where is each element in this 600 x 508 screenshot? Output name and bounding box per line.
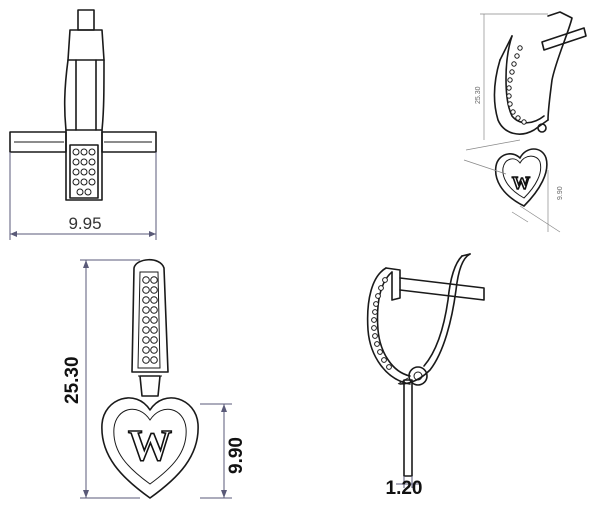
iso-monogram-letter: W (512, 173, 530, 193)
front-view: W 25.30 9.90 (62, 258, 247, 499)
side-view: 1.20 (366, 253, 485, 499)
front-view-stones (142, 276, 158, 364)
front-monogram-letter: W (128, 421, 172, 470)
side-view-stones (371, 277, 392, 370)
iso-heart-label: 9.90 (557, 186, 564, 200)
isometric-stones (506, 45, 527, 125)
top-view: 9.95 (9, 9, 157, 240)
front-width-label: 9.95 (68, 214, 101, 233)
side-height-label: 25.30 (62, 356, 83, 404)
top-view-stones (72, 148, 96, 196)
side-heart-label: 9.90 (226, 437, 247, 474)
isometric-view: W 25.30 9.90 (463, 11, 587, 233)
iso-height-label: 25.30 (475, 86, 482, 104)
pin-diameter-label: 1.20 (386, 478, 423, 499)
